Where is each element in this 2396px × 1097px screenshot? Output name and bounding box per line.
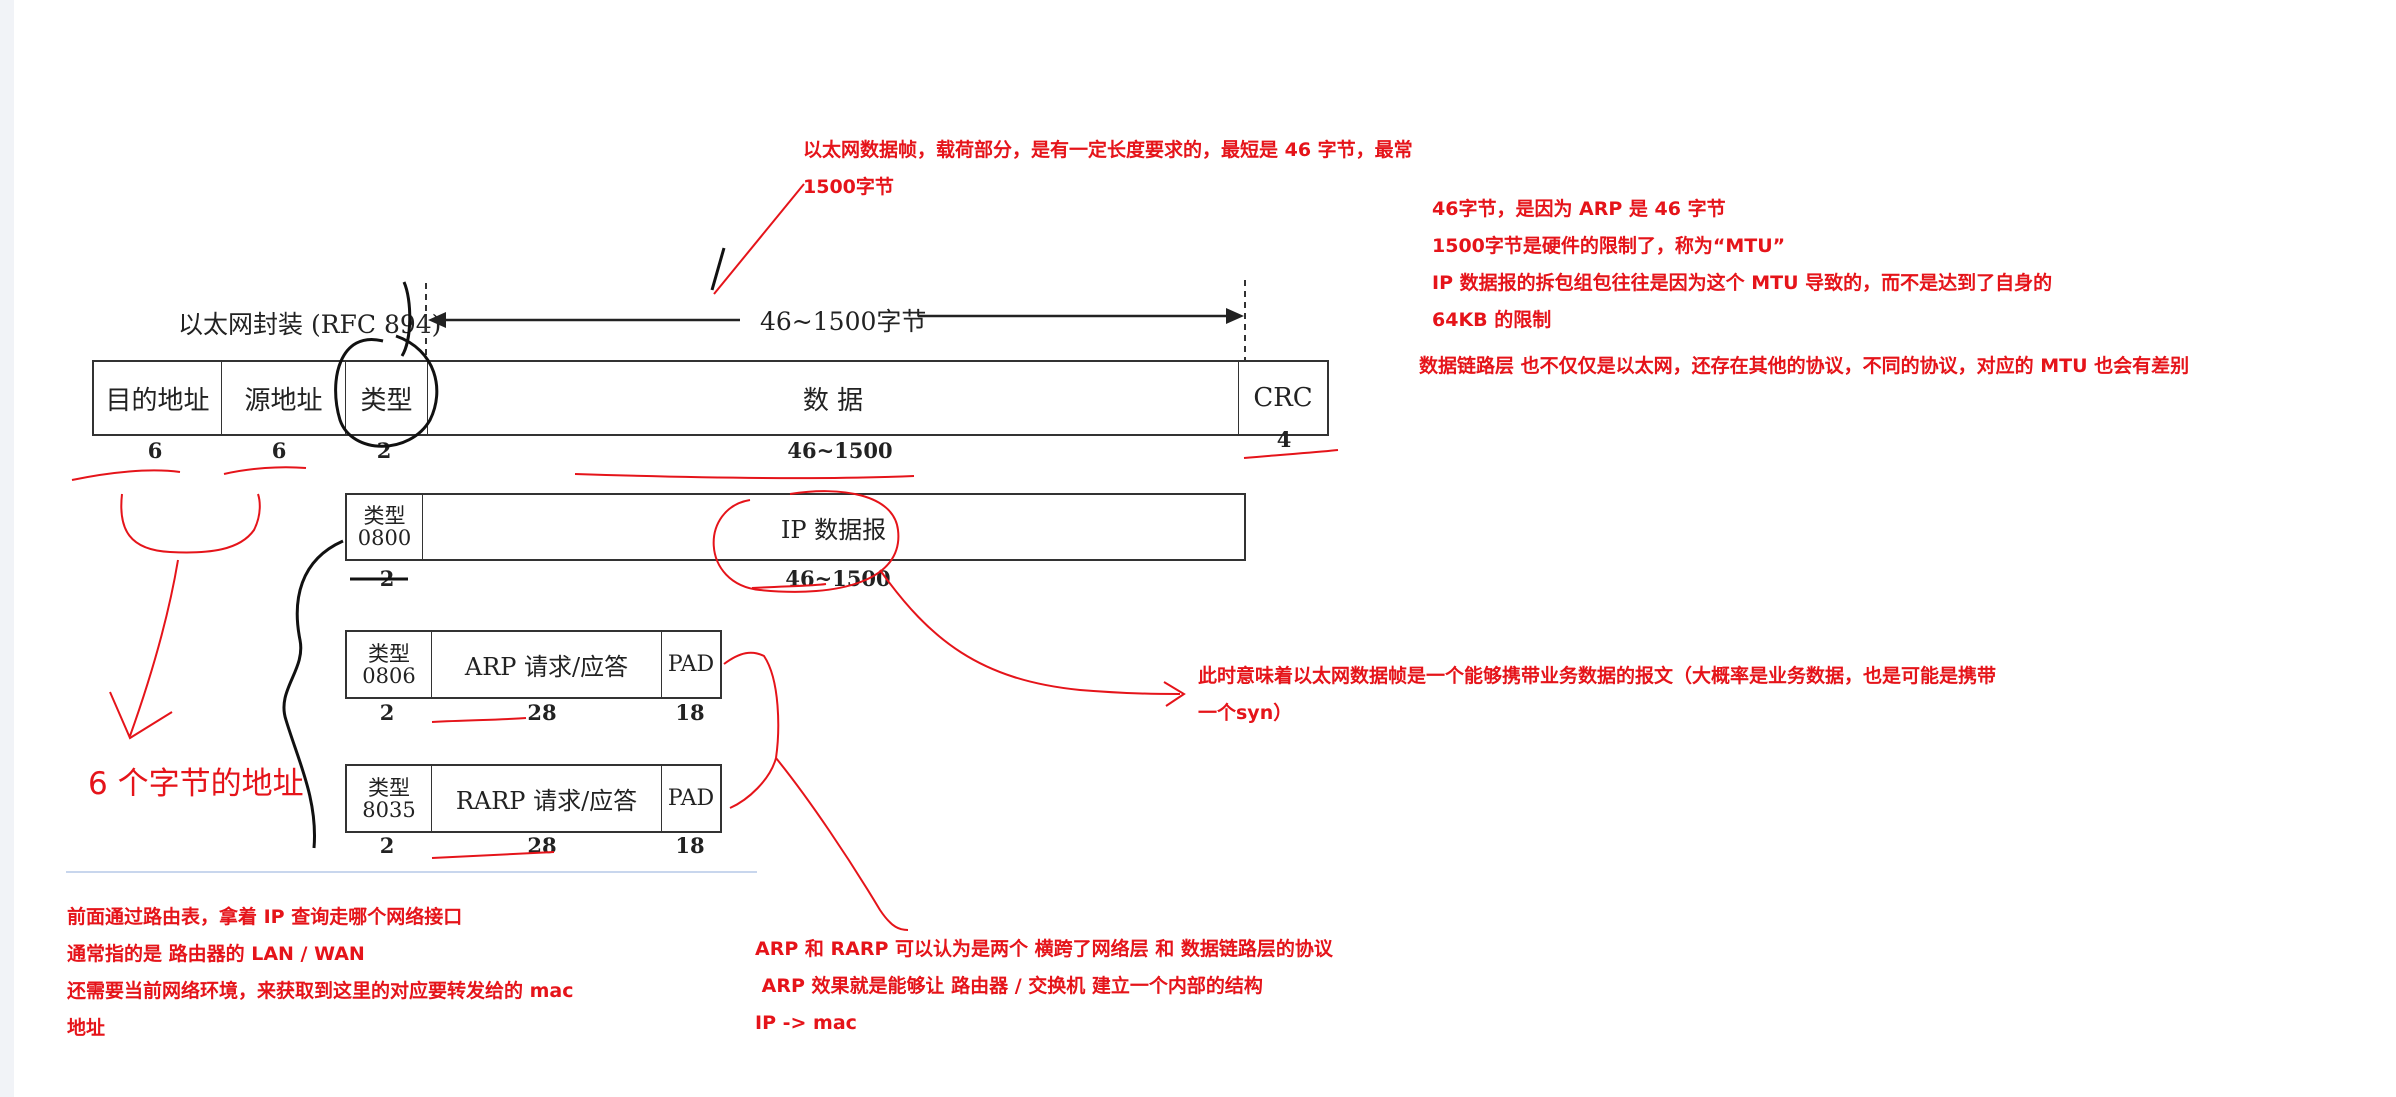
red-arrow-ip <box>879 569 1186 707</box>
size-crc: 4 <box>1276 427 1292 452</box>
field-type: 类型 <box>346 362 428 434</box>
ip-type-code: 0800 <box>357 526 412 550</box>
encapsulation-header: 以太网封装 (RFC 894) <box>178 310 442 339</box>
rarp-type-code: 8035 <box>362 797 416 822</box>
red-bracket-pad <box>723 651 780 809</box>
arp-size-payload: 28 <box>527 700 557 725</box>
field-src-addr: 源地址 <box>222 362 346 434</box>
size-dest: 6 <box>147 438 163 463</box>
range-arrow-right-head <box>1226 308 1244 324</box>
note-bottom-left: 前面通过路由表，拿着 IP 查询走哪个网络接口通常指的是 路由器的 LAN / … <box>67 906 574 1039</box>
red-underline-arp28 <box>431 717 527 723</box>
red-arrow-addr <box>109 559 179 740</box>
rarp-size-payload: 28 <box>527 833 557 858</box>
red-pointer-top <box>713 183 805 295</box>
red-underline-addr <box>71 466 307 481</box>
note-center-right: 此时意味着以太网数据帧是一个能够携带业务数据的报文（大概率是业务数据，也是可能是… <box>1198 665 1997 724</box>
left-margin-strip <box>0 0 14 1097</box>
note-right-mid: 数据链路层 也不仅仅是以太网，还存在其他的协议，不同的协议，对应的 MTU 也会… <box>1419 355 2190 377</box>
range-label: 46~1500字节 <box>752 302 935 338</box>
arp-size-type: 2 <box>379 700 395 725</box>
field-data: 数 据 <box>428 362 1239 434</box>
size-src: 6 <box>271 438 287 463</box>
red-line-to-arp-note <box>775 757 909 931</box>
arp-payload: ARP 请求/应答 <box>432 632 662 697</box>
arp-type-code: 0806 <box>362 663 416 688</box>
pen-tick <box>710 247 726 291</box>
rarp-type-label: 类型 <box>367 775 410 800</box>
field-dest-addr: 目的地址 <box>94 362 222 434</box>
rarp-pad: PAD <box>667 786 715 811</box>
arp-type-label: 类型 <box>367 641 410 666</box>
red-brace-addr <box>120 493 261 554</box>
ethernet-frame: 目的地址 源地址 类型 数 据 CRC <box>92 360 1329 436</box>
field-crc: CRC <box>1253 383 1313 413</box>
ip-payload-size: 46~1500 <box>785 566 891 591</box>
ip-type-label: 类型 <box>363 504 406 528</box>
ip-payload: IP 数据报 <box>780 515 887 544</box>
rarp-payload: RARP 请求/应答 <box>432 766 662 831</box>
handwritten-address-note: 6 个字节的地址 <box>88 766 304 802</box>
rarp-size-type: 2 <box>379 833 395 858</box>
red-underline-data <box>574 473 915 480</box>
rarp-size-pad: 18 <box>675 833 705 858</box>
note-bottom-center: ARP 和 RARP 可以认为是两个 横跨了网络层 和 数据链路层的协议 ARP… <box>755 938 1333 1034</box>
arp-pad: PAD <box>667 652 715 677</box>
ip-type-size: 2 <box>379 566 395 591</box>
size-data: 46~1500 <box>787 438 893 463</box>
arp-size-pad: 18 <box>675 700 705 725</box>
size-type: 2 <box>376 438 392 463</box>
